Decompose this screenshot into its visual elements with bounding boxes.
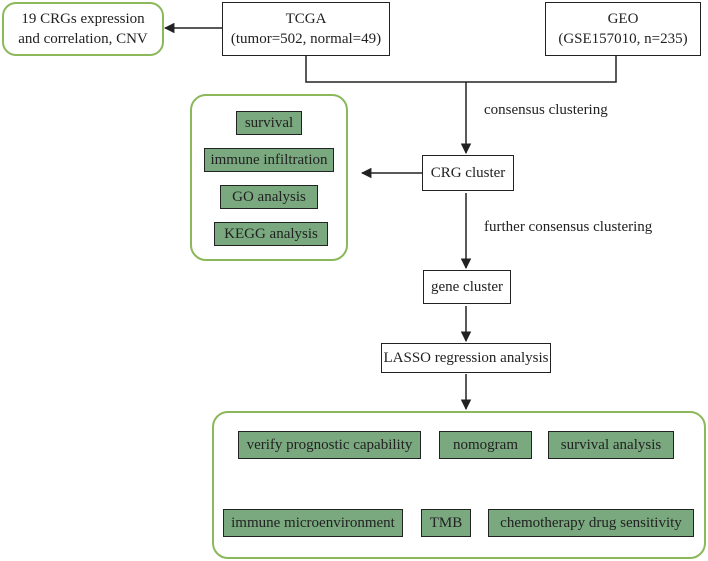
model-analysis-panel: verify prognostic capability nomogram su…	[212, 411, 706, 559]
gene-cluster-node: gene cluster	[423, 270, 511, 304]
crg-cluster-node: CRG cluster	[422, 155, 514, 191]
cluster-analysis-tag: survival	[236, 111, 302, 135]
tcga-subtitle: (tumor=502, normal=49)	[230, 31, 382, 47]
geo-title: GEO	[607, 11, 639, 27]
crgs-line2: and correlation, CNV	[18, 31, 148, 47]
geo-node: GEO (GSE157010, n=235)	[545, 2, 701, 56]
crgs-expression-node: 19 CRGs expression and correlation, CNV	[2, 2, 164, 56]
cluster-analysis-tag: KEGG analysis	[214, 222, 328, 246]
crgs-line1: 19 CRGs expression	[21, 11, 145, 27]
cluster-analysis-tag: immune infiltration	[204, 148, 334, 172]
model-analysis-tag: survival analysis	[548, 431, 674, 459]
merge-line	[305, 56, 617, 83]
further-consensus-clustering-label: further consensus clustering	[484, 219, 653, 235]
geo-subtitle: (GSE157010, n=235)	[558, 31, 688, 47]
cluster-analysis-tag: GO analysis	[220, 185, 318, 209]
tcga-title: TCGA	[285, 11, 327, 27]
model-analysis-tag: verify prognostic capability	[238, 431, 421, 459]
lasso-node: LASSO regression analysis	[381, 343, 551, 373]
model-analysis-tag: TMB	[421, 509, 471, 537]
consensus-clustering-label: consensus clustering	[484, 102, 608, 118]
model-analysis-tag: chemotherapy drug sensitivity	[488, 509, 694, 537]
cluster-analysis-panel: survival immune infiltration GO analysis…	[190, 94, 348, 261]
model-analysis-tag: nomogram	[439, 431, 532, 459]
model-analysis-tag: immune microenvironment	[223, 509, 403, 537]
tcga-node: TCGA (tumor=502, normal=49)	[222, 2, 390, 56]
